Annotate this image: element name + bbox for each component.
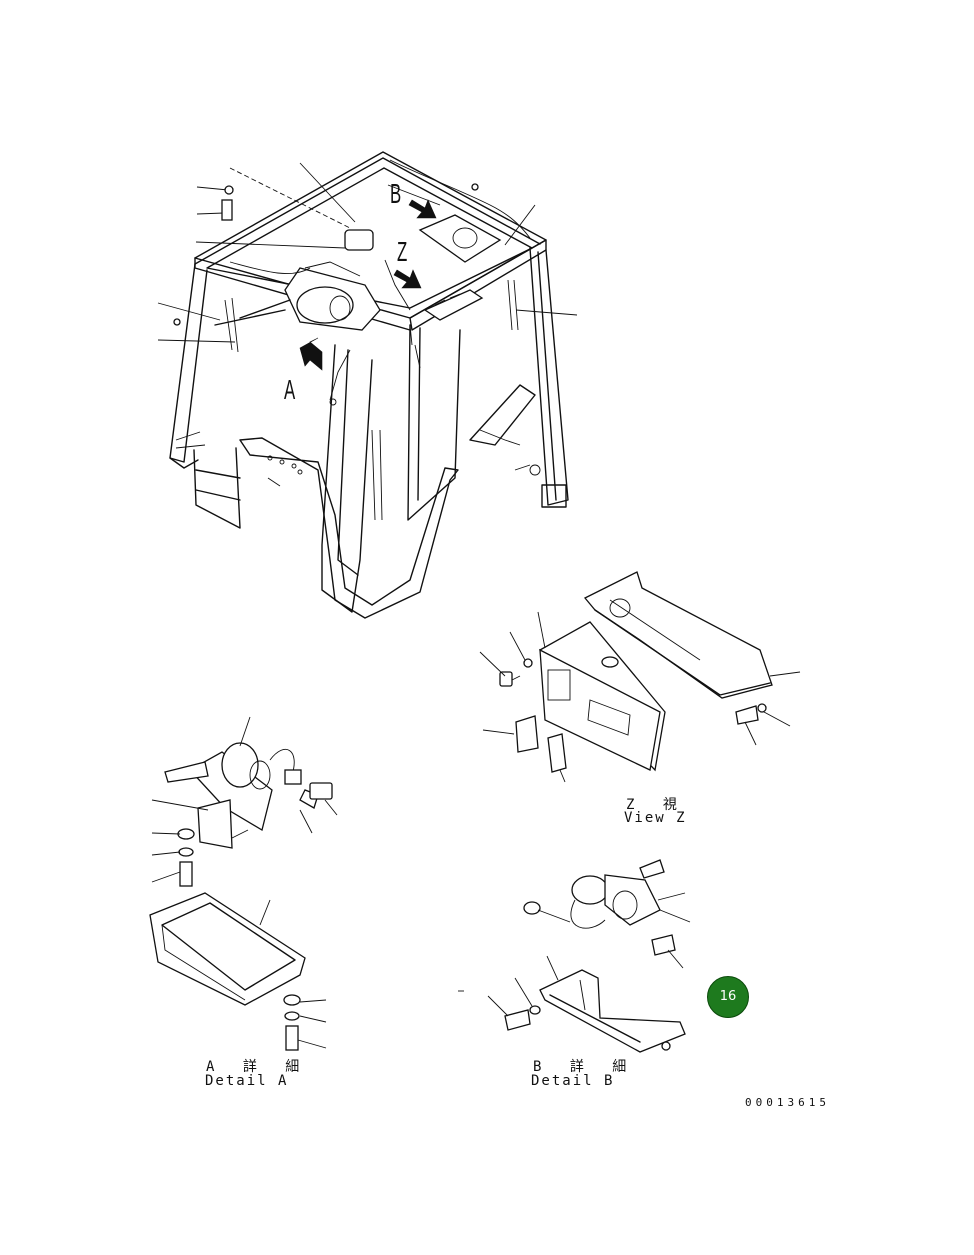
view-arrows	[299, 199, 437, 371]
roof-switch-panel	[344, 214, 502, 369]
view-letter-z: Z	[397, 236, 408, 267]
view-letter-b: B	[390, 178, 402, 209]
view-z-assembly	[479, 571, 801, 783]
wiper-motor-roof	[214, 261, 381, 406]
view-letter-a: A	[284, 374, 296, 405]
roof-harness	[229, 159, 531, 274]
detail-a-assembly	[149, 716, 338, 1051]
caption-detail-b-en: Detail B	[531, 1073, 615, 1089]
page-number-badge[interactable]: 16	[707, 976, 749, 1018]
drawing-number: 00013615	[745, 1096, 830, 1109]
caption-detail-a-jp: A 詳 細	[206, 1059, 310, 1075]
caption-detail-a-en: Detail A	[205, 1073, 289, 1089]
cab-frame	[169, 151, 569, 619]
detail-b-assembly	[458, 859, 691, 1053]
leader-lines-main	[157, 162, 578, 343]
caption-view-z-jp: Z 視	[626, 797, 687, 813]
caption-view-z-en: View Z	[624, 810, 687, 826]
caption-detail-b-jp: B 詳 細	[533, 1059, 637, 1075]
